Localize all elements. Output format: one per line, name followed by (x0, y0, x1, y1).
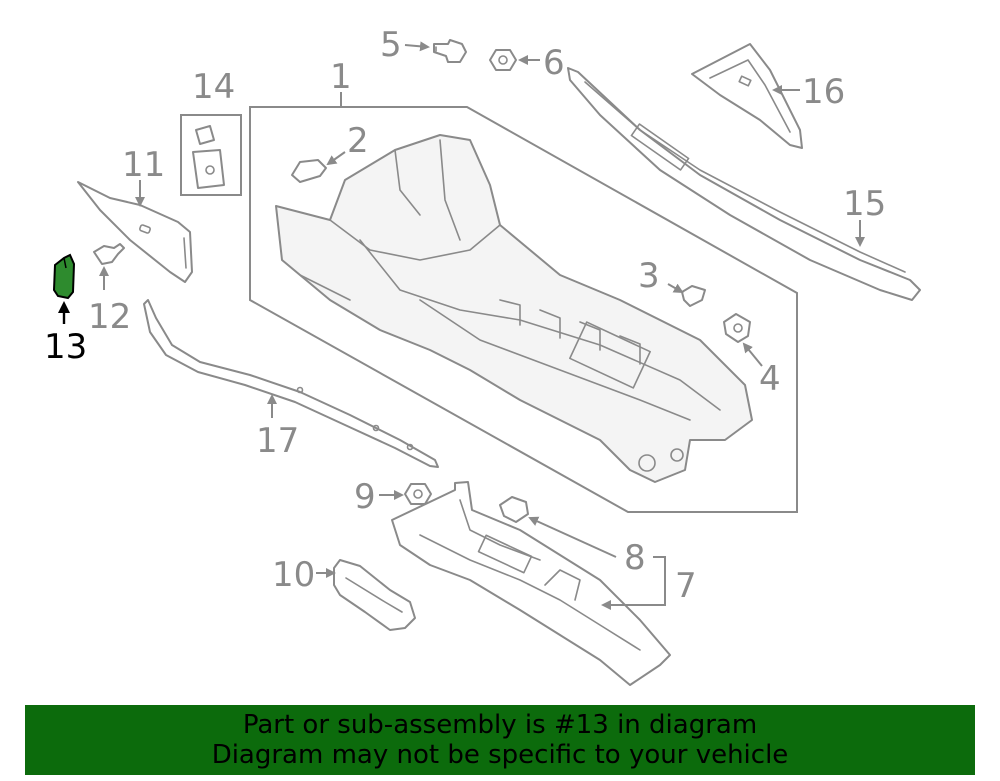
nut-part-9 (404, 483, 432, 505)
callout-7: 7 (675, 566, 697, 606)
callout-6: 6 (543, 43, 565, 83)
callout-13: 13 (44, 327, 87, 367)
callout-labels: 1 2 3 4 5 6 7 8 9 10 11 12 13 14 15 16 1… (44, 25, 886, 606)
trim-part-16 (691, 43, 803, 149)
callout-14: 14 (192, 67, 235, 107)
nut-clip-part-4 (723, 313, 751, 343)
bolt-part-5 (433, 39, 467, 63)
screw-part-12 (93, 243, 125, 265)
callout-12: 12 (88, 297, 131, 337)
callout-8: 8 (624, 538, 646, 578)
bracket-part-14 (192, 125, 225, 189)
trim-strip-part-17 (143, 299, 439, 468)
console-body-part (275, 134, 753, 483)
clip-part-3 (681, 285, 706, 307)
side-panel-part-11 (77, 181, 193, 283)
callout-17: 17 (256, 421, 299, 461)
callout-9: 9 (354, 477, 376, 517)
part-14-box (180, 114, 242, 196)
clip-part-2 (291, 159, 327, 183)
trim-part-10 (333, 559, 416, 631)
clip-part-8 (499, 496, 529, 523)
bracket-part-7 (391, 481, 671, 686)
assembly-1-outline (249, 106, 798, 513)
callout-2: 2 (347, 121, 369, 161)
callout-11: 11 (122, 145, 165, 185)
banner-line-1: Part or sub-assembly is #13 in diagram (242, 710, 758, 740)
banner-line-2: Diagram may not be specific to your vehi… (211, 740, 789, 770)
callout-3: 3 (638, 256, 660, 296)
highlighted-part-13 (52, 253, 76, 300)
callout-1: 1 (330, 57, 352, 97)
callout-4: 4 (759, 359, 781, 399)
info-banner: Part or sub-assembly is #13 in diagram D… (25, 705, 975, 775)
trim-rail-part-15 (567, 67, 921, 301)
callout-5: 5 (380, 25, 402, 65)
nut-part-6 (489, 49, 517, 71)
callout-10: 10 (272, 555, 315, 595)
callout-16: 16 (802, 72, 845, 112)
callout-15: 15 (843, 184, 886, 224)
